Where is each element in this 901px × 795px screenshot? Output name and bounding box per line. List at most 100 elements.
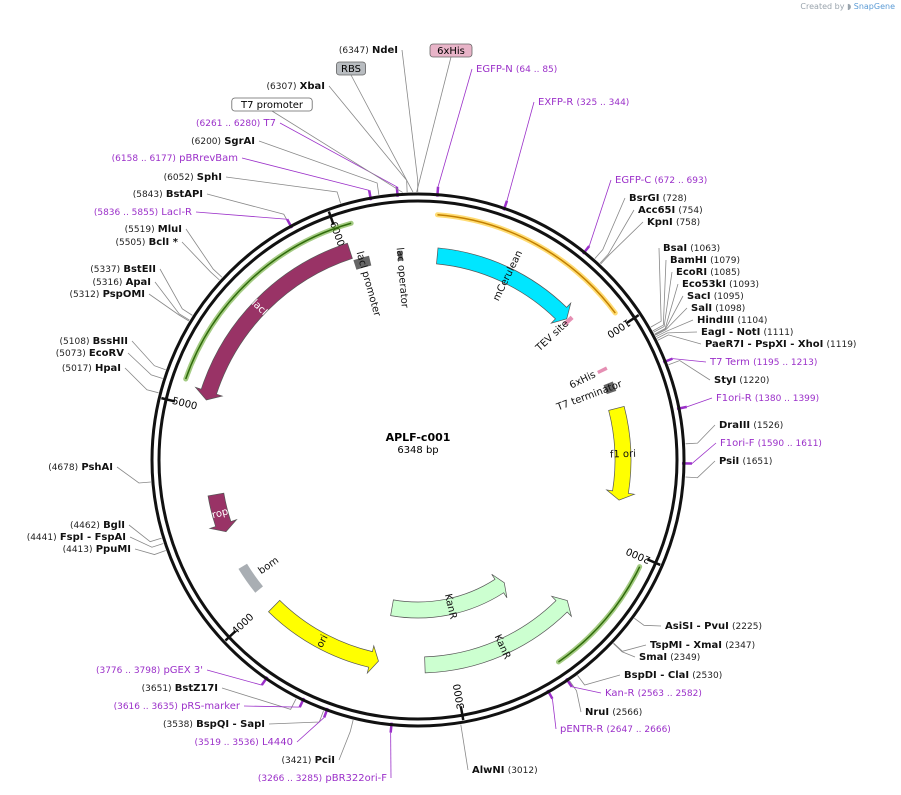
- boxed-leader-line: [271, 110, 403, 193]
- site-name: SphI: [197, 172, 222, 183]
- feature-shape: [390, 573, 508, 619]
- feature-label: bom: [257, 555, 281, 577]
- site-leader-line: [268, 710, 324, 725]
- primer-leader-line: [437, 68, 473, 187]
- feature-shape: [603, 381, 617, 395]
- site-position: (4413): [63, 545, 93, 555]
- tick-label: 2000: [625, 545, 653, 565]
- feature-label: KanR: [442, 593, 458, 621]
- primer-range: (64 .. 85): [516, 65, 557, 75]
- site-leader-line: [127, 352, 163, 379]
- site-name: DraIII: [719, 420, 750, 431]
- site-leader-line: [668, 360, 711, 381]
- site-name: BssHII: [93, 336, 128, 347]
- primer-name: T7 Term: [709, 357, 750, 368]
- plasmid-length: 6348 bp: [397, 445, 438, 456]
- site-position: (1085): [710, 268, 740, 278]
- primer-range: (1195 .. 1213): [753, 358, 817, 368]
- feature-shape: [268, 599, 379, 675]
- site-label: (5312) PspOMI: [69, 289, 145, 300]
- primer-leader-line: [571, 686, 602, 694]
- site-position: (5505): [115, 238, 145, 248]
- primer-range: (1590 .. 1611): [758, 439, 822, 449]
- tick-label: 4000: [230, 612, 256, 637]
- feature-shape: [424, 595, 573, 674]
- site-leader-line: [685, 460, 716, 479]
- feature-label: T7 terminator: [554, 379, 624, 414]
- site-leader-line: [569, 680, 582, 713]
- primer-label: (6261 .. 6280) T7: [196, 118, 276, 129]
- tick-mark: [161, 396, 176, 403]
- primer-leader-line: [243, 705, 300, 708]
- primer-label: F1ori-F (1590 .. 1611): [720, 438, 822, 449]
- primer-name: pGEX 3': [163, 665, 203, 676]
- site-name: StyI: [714, 375, 736, 386]
- site-position: (3538): [163, 720, 193, 730]
- tick-mark: [626, 314, 640, 324]
- site-label: SmaI (2349): [639, 652, 700, 663]
- site-name: BstEII: [123, 264, 156, 275]
- site-position: (5017): [62, 364, 92, 374]
- boxed-label-bg: [231, 97, 313, 112]
- site-name: PsiI: [719, 456, 739, 467]
- site-position: (1063): [690, 244, 720, 254]
- site-position: (4462): [70, 521, 100, 531]
- primer-leader-line: [588, 179, 612, 247]
- site-position: (6200): [191, 137, 221, 147]
- site-name: PshAI: [81, 462, 113, 473]
- primer-label: (3519 .. 3536) L4440: [195, 737, 294, 748]
- primer-leader-line: [241, 157, 370, 191]
- feature-highlight-arc: [437, 214, 616, 314]
- feature-shape: [605, 405, 636, 501]
- tick-label: 1000: [605, 316, 632, 339]
- site-leader-line: [655, 319, 694, 338]
- primer-label: F1ori-R (1380 .. 1399): [716, 393, 819, 404]
- site-position: (1119): [827, 340, 857, 350]
- site-name: BamHI: [670, 255, 707, 266]
- site-leader-line: [338, 719, 354, 761]
- site-name: NruI: [585, 707, 609, 718]
- tick-mark: [224, 630, 237, 642]
- boxed-leader-line: [350, 74, 414, 193]
- site-label: StyI (1220): [714, 375, 769, 386]
- tick-mark: [327, 211, 335, 226]
- site-position: (1079): [710, 256, 740, 266]
- tick-label: 5000: [171, 396, 198, 413]
- site-name: SalI: [691, 303, 712, 314]
- site-leader-line: [650, 247, 662, 328]
- site-leader-line: [634, 617, 662, 627]
- site-name: BstAPI: [166, 189, 203, 200]
- tick-mark: [459, 706, 465, 721]
- site-leader-line: [656, 331, 698, 339]
- feature-label: lacI promoter: [354, 250, 383, 318]
- site-position: (5316): [93, 278, 123, 288]
- site-name: NdeI: [372, 45, 398, 56]
- site-label: PaeR7I - PspXI - XhoI (1119): [705, 339, 856, 350]
- site-name: XbaI: [300, 81, 325, 92]
- primer-range: (6158 .. 6177): [112, 154, 176, 164]
- site-label: (4462) BglI: [70, 520, 125, 531]
- primer-label: T7 Term (1195 .. 1213): [709, 357, 817, 368]
- site-name: BspDI - ClaI: [624, 670, 689, 681]
- site-leader-line: [129, 536, 164, 548]
- site-name: HindIII: [697, 315, 734, 326]
- site-leader-line: [594, 197, 626, 259]
- primer-name: pBR322ori-F: [325, 773, 387, 784]
- site-position: (2566): [612, 708, 642, 718]
- site-name: Acc65I: [638, 205, 675, 216]
- primer-range: (672 .. 693): [654, 176, 707, 186]
- site-label: (6347) NdeI: [339, 45, 398, 56]
- site-label: (5073) EcoRV: [56, 348, 124, 359]
- site-leader-line: [657, 334, 702, 345]
- primer-label: EGFP-C (672 .. 693): [615, 175, 707, 186]
- site-position: (1093): [729, 280, 759, 290]
- site-label: (5316) ApaI: [93, 277, 152, 288]
- site-label: (5505) BclI *: [115, 237, 178, 248]
- site-leader-line: [134, 548, 166, 555]
- primer-range: (3266 .. 3285): [258, 774, 322, 784]
- site-leader-line: [116, 466, 151, 484]
- primer-leader-line: [672, 358, 707, 363]
- site-position: (1526): [753, 421, 783, 431]
